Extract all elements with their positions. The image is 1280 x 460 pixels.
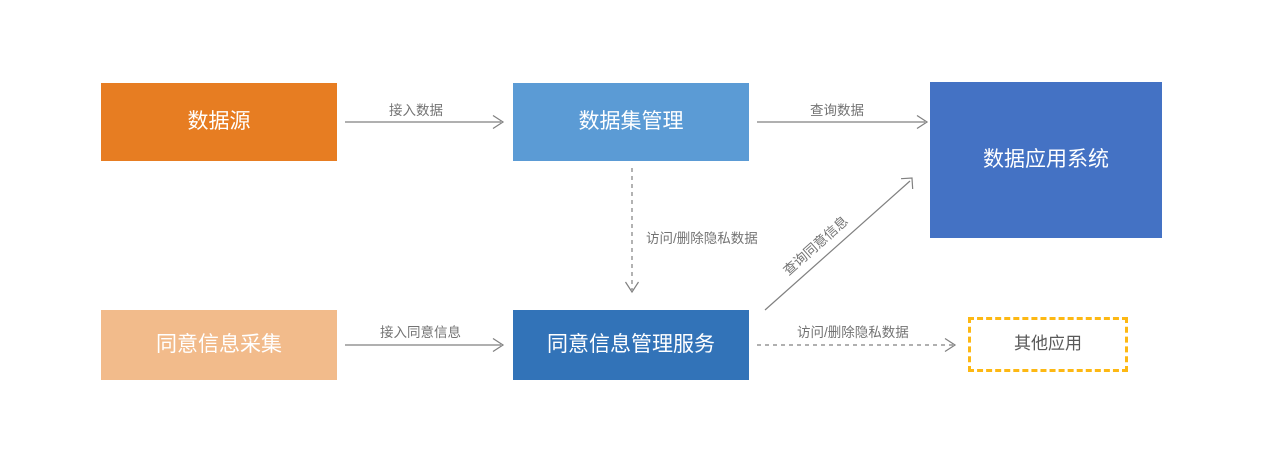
node-datasource[interactable]: 数据源: [101, 83, 337, 161]
node-consent-collection[interactable]: 同意信息采集: [101, 310, 337, 380]
node-dataset-management[interactable]: 数据集管理: [513, 83, 749, 161]
edge-dataset-to-consent-service: [622, 168, 646, 300]
edge-label-access-data: 接入数据: [389, 103, 443, 118]
node-other-application-label: 其他应用: [1014, 334, 1082, 354]
edge-label-access-consent-info: 接入同意信息: [380, 325, 461, 340]
edge-label-query-data: 查询数据: [810, 103, 864, 118]
edge-consent-service-to-dataapp: [760, 168, 930, 318]
node-other-application[interactable]: 其他应用: [968, 317, 1128, 372]
node-datasource-label: 数据源: [187, 110, 251, 134]
edge-label-access-delete-private-data-horizontal: 访问/删除隐私数据: [797, 325, 909, 340]
edge-label-access-delete-private-data-vertical: 访问/删除隐私数据: [646, 231, 758, 246]
node-data-application-system-label: 数据应用系统: [983, 148, 1109, 172]
edge-datasource-to-dataset: [345, 112, 511, 132]
node-consent-management-service-label: 同意信息管理服务: [547, 333, 715, 357]
edge-dataset-to-dataapp: [757, 112, 937, 132]
edge-consent-collect-to-service: [345, 335, 511, 355]
node-dataset-management-label: 数据集管理: [578, 110, 684, 134]
node-data-application-system[interactable]: 数据应用系统: [930, 82, 1162, 238]
node-consent-collection-label: 同意信息采集: [156, 333, 282, 357]
edge-consent-service-to-other-app: [757, 335, 967, 355]
node-consent-management-service[interactable]: 同意信息管理服务: [513, 310, 749, 380]
